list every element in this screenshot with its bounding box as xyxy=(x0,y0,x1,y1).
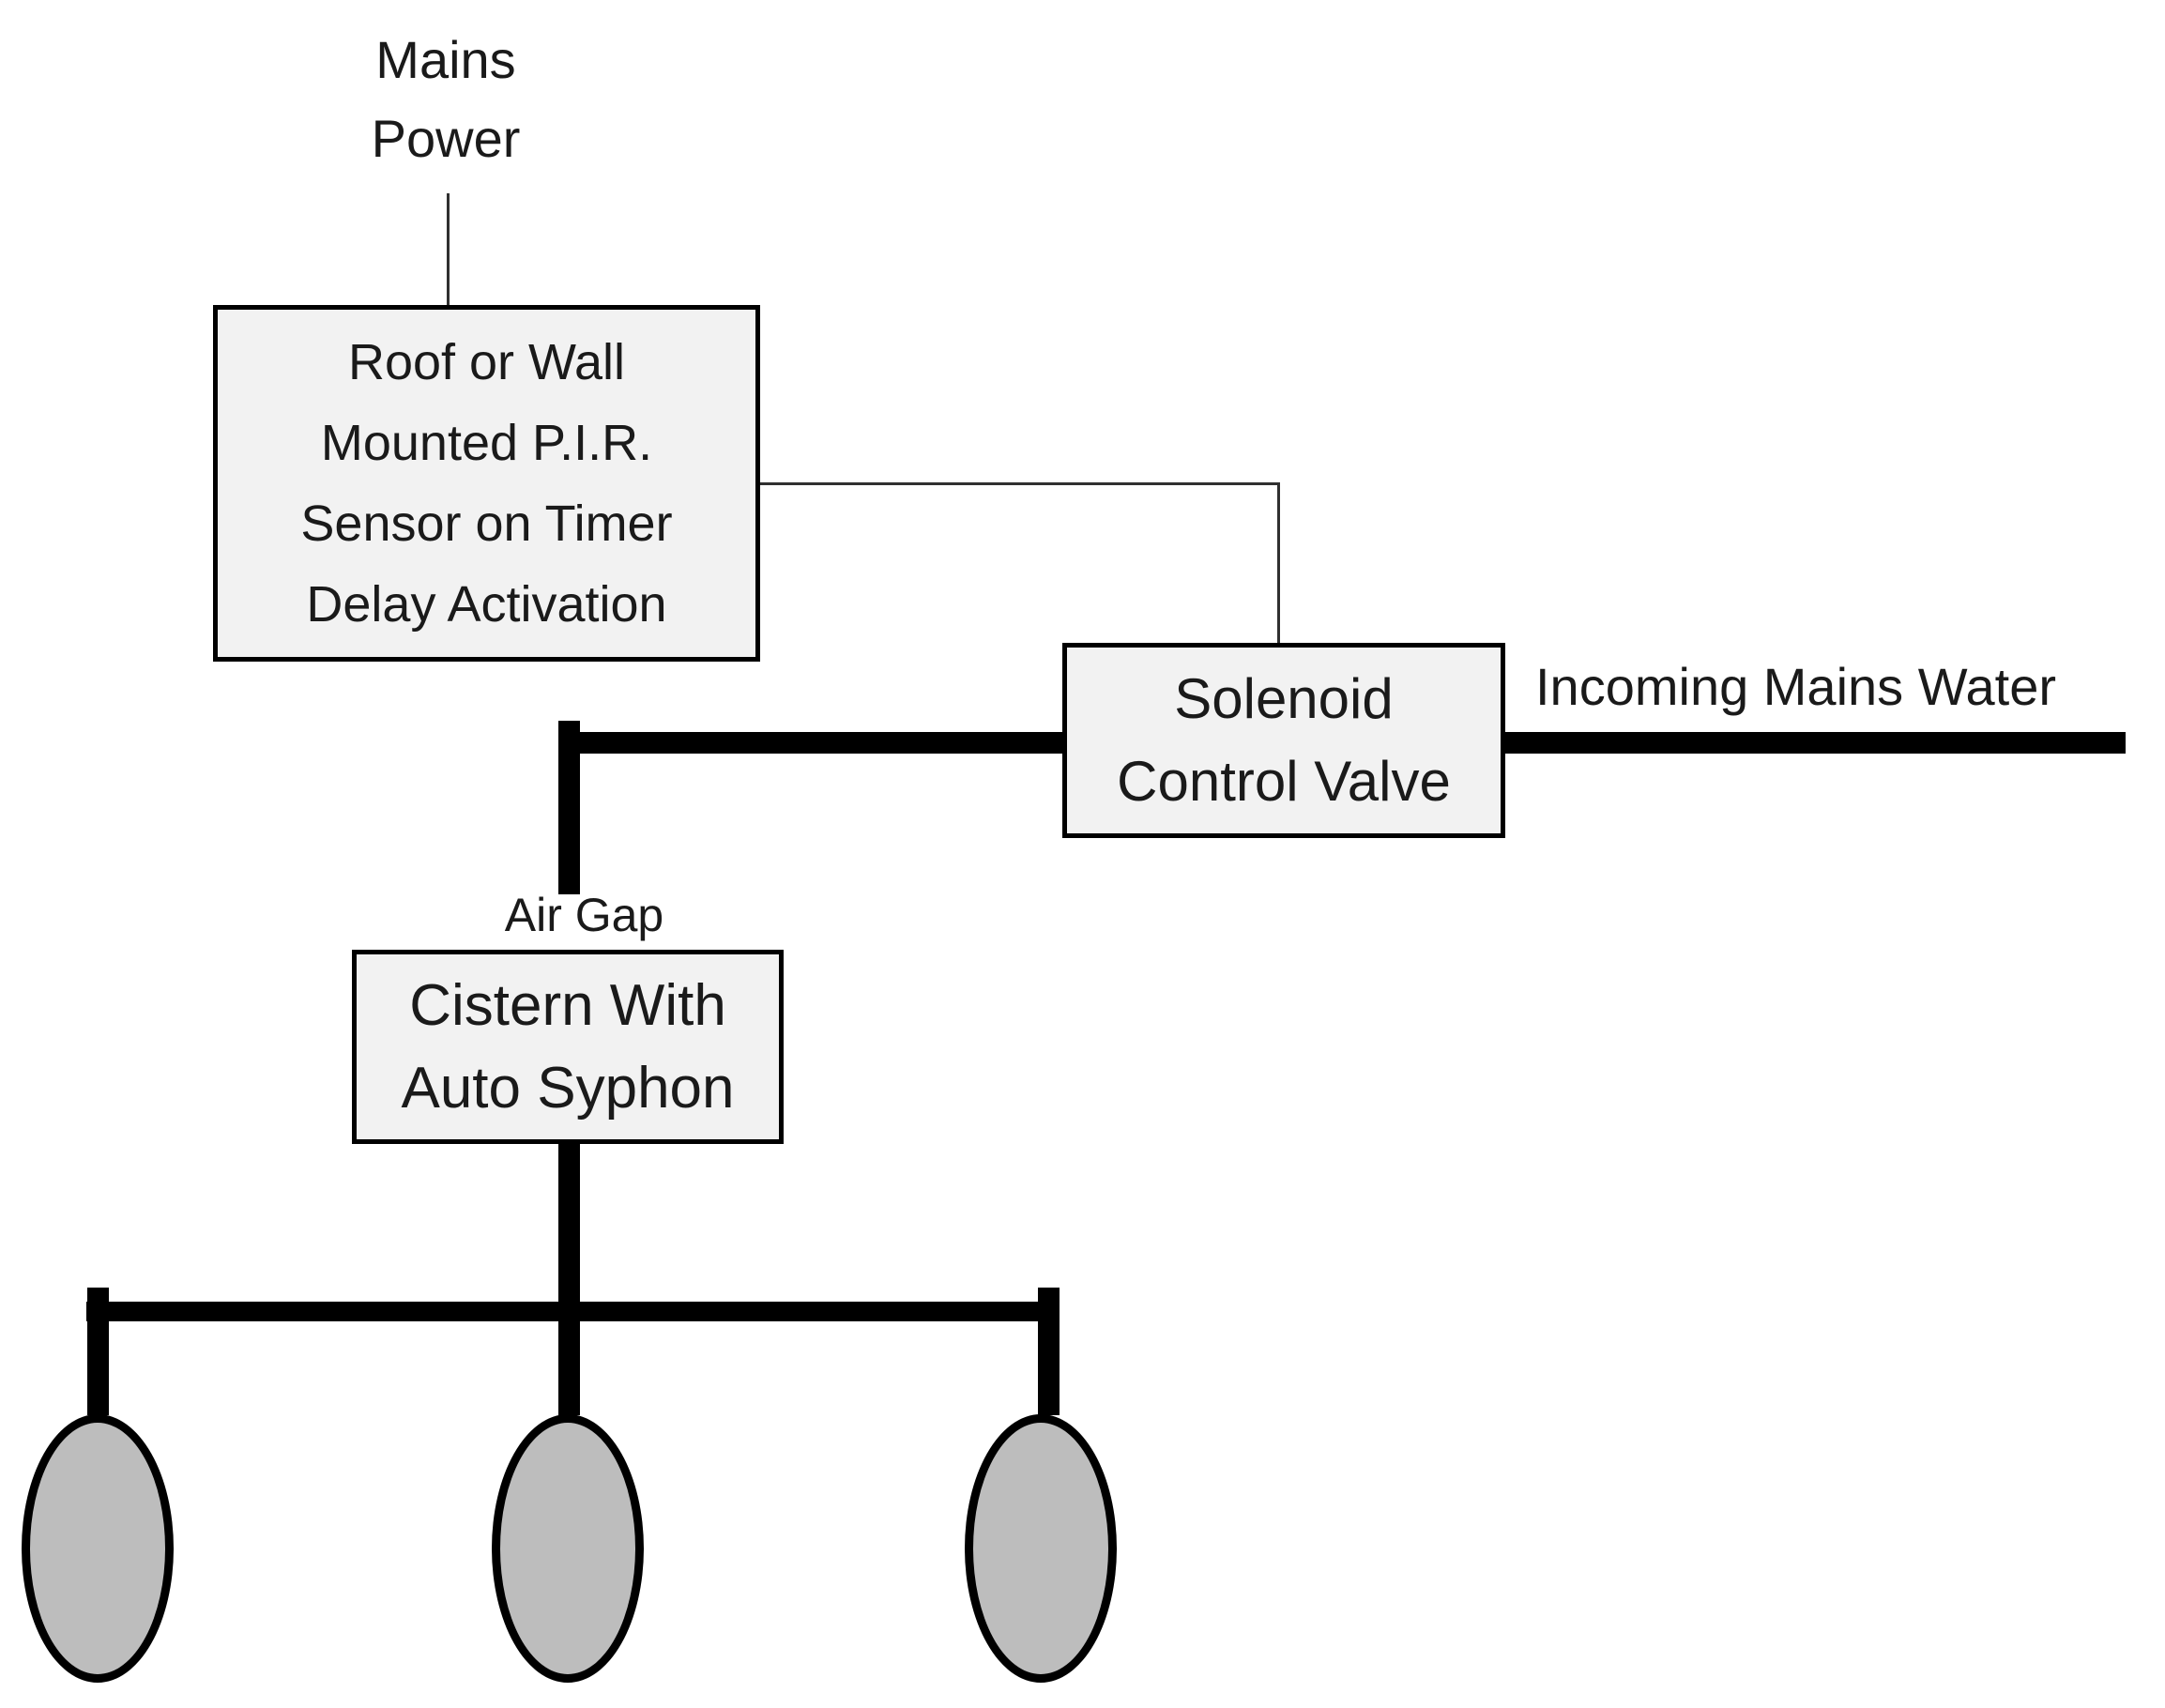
pir-sensor-box: Roof or Wall Mounted P.I.R. Sensor on Ti… xyxy=(213,305,760,662)
cistern-label: Cistern With Auto Syphon xyxy=(401,972,735,1121)
mains-power-label: Mains Power xyxy=(371,30,521,168)
urinal-drop-pipe-left xyxy=(87,1288,109,1415)
pir-sensor-label: Roof or Wall Mounted P.I.R. Sensor on Ti… xyxy=(300,334,673,633)
incoming-mains-water-label: Incoming Mains Water xyxy=(1535,657,2056,716)
solenoid-valve-label: Solenoid Control Valve xyxy=(1117,667,1451,813)
pir-to-solenoid-wire-vertical xyxy=(1277,482,1280,645)
cistern-box: Cistern With Auto Syphon xyxy=(352,950,784,1144)
pir-to-solenoid-wire-horizontal xyxy=(760,482,1280,485)
air-gap-drop-pipe xyxy=(558,721,580,894)
solenoid-to-cistern-pipe xyxy=(558,732,1065,754)
solenoid-valve-box: Solenoid Control Valve xyxy=(1062,643,1505,838)
urinal-ellipse-1 xyxy=(22,1414,174,1683)
distribution-pipe xyxy=(86,1302,1060,1321)
cistern-outlet-pipe xyxy=(558,1143,580,1415)
urinal-ellipse-2 xyxy=(492,1414,644,1683)
mains-power-wire xyxy=(447,193,450,307)
urinal-ellipse-3 xyxy=(965,1414,1117,1683)
incoming-mains-water-pipe xyxy=(1502,732,2126,754)
urinal-drop-pipe-right xyxy=(1038,1288,1060,1415)
air-gap-label: Air Gap xyxy=(504,889,664,941)
